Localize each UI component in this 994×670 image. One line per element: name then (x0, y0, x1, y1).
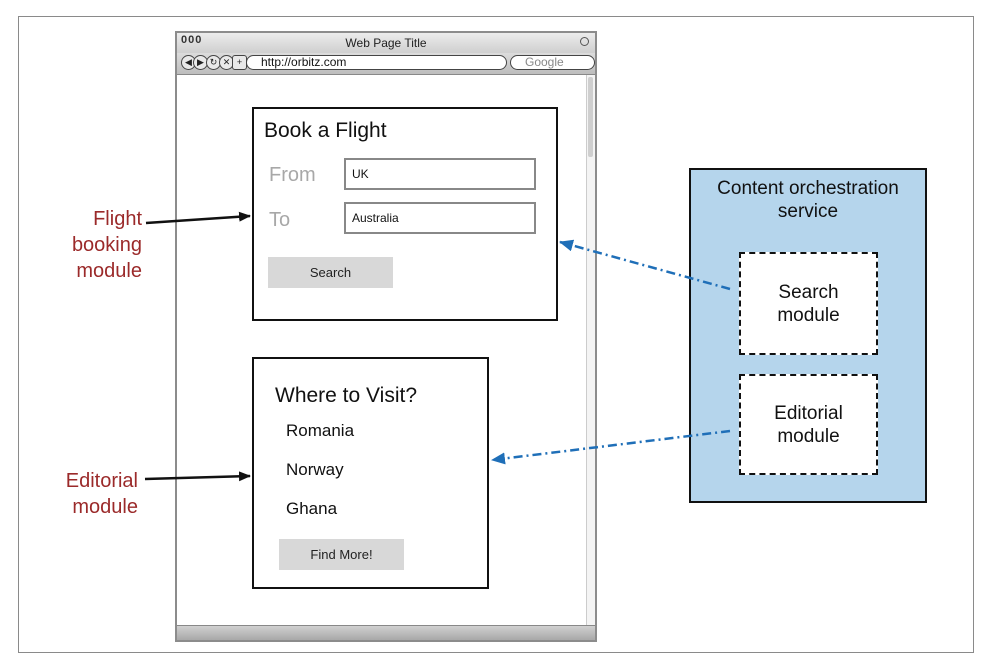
editorial-card: Where to Visit? Romania Norway Ghana Fin… (252, 357, 489, 589)
diagram-frame (18, 16, 974, 653)
search-button[interactable]: Search (268, 257, 393, 288)
to-label: To (269, 209, 291, 231)
service-title: Content orchestration service (717, 178, 899, 222)
booking-title: Book a Flight (264, 119, 387, 142)
flight-booking-module-label: Flight booking module (71, 208, 142, 282)
window-title: Web Page Title (345, 36, 427, 50)
editorial-module-box: Editorial module (739, 374, 878, 475)
editorial-module-arrow (491, 429, 731, 465)
flight-booking-card: Book a Flight From UK To Australia Searc… (252, 107, 558, 321)
find-more-button[interactable]: Find More! (279, 539, 404, 570)
window-buttons[interactable]: 000 (181, 34, 203, 46)
content-orchestration-service: Content orchestration service Search mod… (689, 168, 927, 503)
destination-item[interactable]: Norway (286, 460, 344, 479)
from-label: From (269, 164, 316, 186)
browser-statusbar (177, 625, 595, 640)
destination-item[interactable]: Ghana (286, 499, 338, 518)
url-field[interactable]: http://orbitz.com (246, 55, 507, 70)
from-input[interactable]: UK (344, 158, 536, 190)
search-module-box: Search module (739, 252, 878, 355)
zoom-icon[interactable] (580, 37, 589, 46)
browser-titlebar: 000 Web Page Title (177, 33, 595, 53)
scrollbar-thumb[interactable] (588, 77, 593, 157)
flight-booking-pointer-arrow (145, 211, 251, 225)
destination-item[interactable]: Romania (286, 421, 355, 440)
editorial-title: Where to Visit? (275, 384, 418, 407)
browser-toolbar: ◀ ▶ ↻ ✕ + http://orbitz.com Google (177, 53, 595, 75)
browser-search-field[interactable]: Google (510, 55, 595, 70)
to-input[interactable]: Australia (344, 202, 536, 234)
search-module-arrow (559, 239, 731, 291)
vertical-scrollbar[interactable] (586, 75, 595, 626)
editorial-module-label: Editorial module (65, 470, 138, 518)
editorial-pointer-arrow (144, 471, 251, 482)
